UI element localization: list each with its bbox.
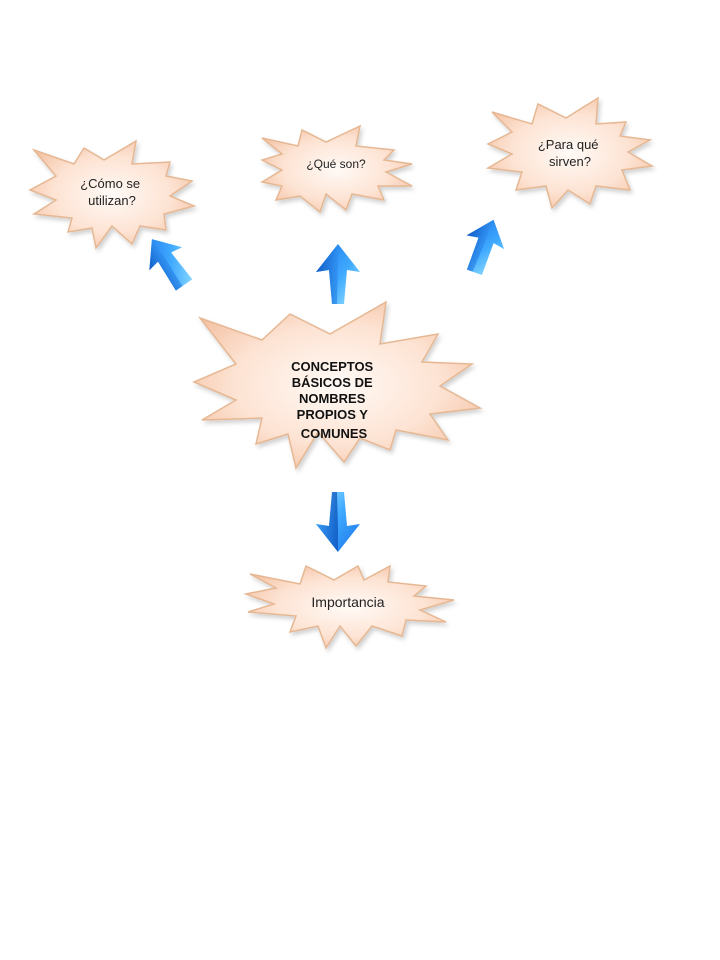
bottom-label: Importancia (311, 594, 384, 610)
top-right-line-2: sirven? (549, 154, 591, 169)
burst-top-middle: ¿Qué son? (259, 124, 413, 214)
top-middle-label: ¿Qué son? (306, 157, 366, 171)
arrow-up-icon (149, 239, 193, 291)
top-right-line-1: ¿Para qué (538, 137, 599, 152)
burst-center: CONCEPTOS BÁSICOS DE NOMBRES PROPIOS Y C… (192, 300, 483, 470)
arrow-up-icon (466, 219, 505, 276)
explosion-burst-icon (259, 124, 413, 214)
center-label: CONCEPTOS BÁSICOS DE NOMBRES PROPIOS Y C… (291, 359, 377, 441)
center-line-4: PROPIOS Y (297, 407, 369, 422)
burst-top-left: ¿Cómo se utilizan? (28, 139, 197, 250)
center-line-3: NOMBRES (299, 391, 366, 406)
explosion-burst-icon (485, 96, 655, 210)
center-line-2: BÁSICOS DE (292, 375, 373, 390)
arrow-to-top-left (149, 239, 193, 291)
bottom-line-1: Importancia (311, 594, 384, 610)
burst-bottom: Importancia (243, 564, 455, 650)
arrow-down-icon (316, 492, 360, 552)
top-left-line-2: utilizan? (88, 193, 136, 208)
arrow-to-bottom (316, 492, 360, 552)
top-left-label: ¿Cómo se utilizan? (80, 176, 144, 208)
arrow-to-top-right (466, 219, 505, 276)
burst-top-right: ¿Para qué sirven? (485, 96, 655, 210)
explosion-burst-icon (28, 139, 197, 250)
center-line-5: COMUNES (301, 426, 368, 441)
arrow-up-icon (316, 244, 360, 304)
top-right-label: ¿Para qué sirven? (538, 137, 602, 169)
explosion-burst-icon (192, 300, 483, 470)
top-middle-line-1: ¿Qué son? (306, 157, 366, 171)
explosion-burst-icon (243, 564, 455, 650)
top-left-line-1: ¿Cómo se (80, 176, 140, 191)
center-line-1: CONCEPTOS (291, 359, 373, 374)
arrow-to-top-middle (316, 244, 360, 304)
